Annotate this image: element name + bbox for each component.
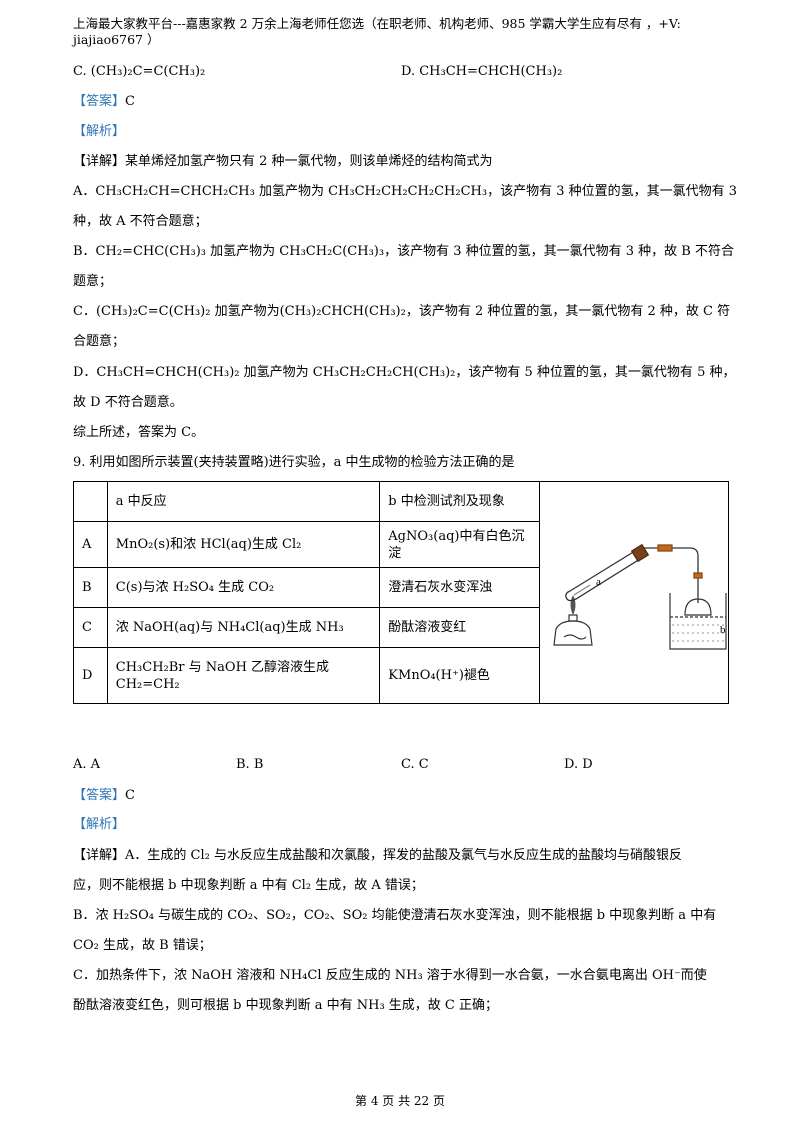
row-label: A xyxy=(73,521,108,568)
answer-value: C xyxy=(125,788,135,803)
q9-answer: 【答案】C xyxy=(73,787,135,805)
detail-tag: 【详解】 xyxy=(73,154,126,169)
q9-detail-b-1: B．浓 H₂SO₄ 与碳生成的 CO₂、SO₂，CO₂、SO₂ 均能使澄清石灰水… xyxy=(73,908,717,923)
row-b-cell: 澄清石灰水变浑浊 xyxy=(379,567,540,608)
row-b-cell: AgNO₃(aq)中有白色沉淀 xyxy=(379,521,540,568)
q9-detail-a-1: 【详解】A．生成的 Cl₂ 与水反应生成盐酸和次氯酸，挥发的盐酸及氯气与水反应生… xyxy=(73,848,682,863)
row-label: D xyxy=(73,647,108,704)
q8-option-c: C. (CH₃)₂C=C(CH₃)₂ xyxy=(73,64,206,79)
apparatus-diagram-cell: a b xyxy=(538,481,730,704)
q9-detail-c-2: 酚酞溶液变红色，则可根据 b 中现象判断 a 中有 NH₃ 生成，故 C 正确； xyxy=(73,998,499,1013)
page-footer: 第 4 页 共 22 页 xyxy=(355,1094,445,1108)
table-corner-cell xyxy=(73,481,108,522)
q8-detail-c-1: C．(CH₃)₂C=C(CH₃)₂ 加氢产物为(CH₃)₂CHCH(CH₃)₂，… xyxy=(73,304,731,319)
header-line-1: 上海最大家教平台---嘉惠家教 2 万余上海老师任您选（在职老师、机构老师、98… xyxy=(73,16,681,31)
row-b-cell: 酚酞溶液变红 xyxy=(379,607,540,648)
beaker-icon xyxy=(669,592,727,650)
q9-option-b: B. B xyxy=(236,757,264,772)
q8-detail-a-2: 种，故 A 不符合题意； xyxy=(73,214,208,229)
row-b-cell: KMnO₄(H⁺)褪色 xyxy=(379,647,540,704)
alcohol-lamp-icon xyxy=(553,594,593,646)
table-header-a: a 中反应 xyxy=(106,481,381,522)
table-row: A MnO₂(s)和浓 HCl(aq)生成 Cl₂ AgNO₃(aq)中有白色沉… xyxy=(73,521,729,568)
q8-detail-c-2: 合题意； xyxy=(73,334,126,349)
q9-analysis-tag: 【解析】 xyxy=(73,817,126,832)
q8-detail-b-1: B．CH₂=CHC(CH₃)₃ 加氢产物为 CH₃CH₂C(CH₃)₃，该产物有… xyxy=(73,244,734,259)
q8-summary: 综上所述，答案为 C。 xyxy=(73,425,205,440)
table-row: C 浓 NaOH(aq)与 NH₄Cl(aq)生成 NH₃ 酚酞溶液变红 xyxy=(73,607,729,648)
inverted-funnel-icon xyxy=(684,597,712,616)
delivery-tube-icon xyxy=(643,543,703,603)
q9-option-a: A. A xyxy=(73,757,101,772)
q9-detail-a-2: 应，则不能根据 b 中现象判断 a 中有 Cl₂ 生成，故 A 错误； xyxy=(73,878,424,893)
q9-table: a 中反应 b 中检测试剂及现象 xyxy=(73,481,730,704)
detail-tag: 【详解】 xyxy=(73,848,126,863)
answer-tag: 【答案】 xyxy=(73,94,126,109)
q8-analysis-tag: 【解析】 xyxy=(73,124,126,139)
q9-stem: 9. 利用如图所示装置(夹持装置略)进行实验，a 中生成物的检验方法正确的是 xyxy=(73,455,515,470)
q8-detail-d-1: D．CH₃CH=CHCH(CH₃)₂ 加氢产物为 CH₃CH₂CH₂CH(CH₃… xyxy=(73,365,736,380)
apparatus-diagram: a b xyxy=(553,543,727,650)
q8-detail-b-2: 题意； xyxy=(73,274,113,289)
q9-detail-c-1: C．加热条件下，浓 NaOH 溶液和 NH₄Cl 反应生成的 NH₃ 溶于水得到… xyxy=(73,968,707,983)
page-header: 上海最大家教平台---嘉惠家教 2 万余上海老师任您选（在职老师、机构老师、98… xyxy=(73,16,733,48)
label-b: b xyxy=(720,624,726,636)
q8-option-d: D. CH₃CH=CHCH(CH₃)₂ xyxy=(401,64,563,79)
q8-detail-a-1: A．CH₃CH₂CH=CHCH₂CH₃ 加氢产物为 CH₃CH₂CH₂CH₂CH… xyxy=(73,184,738,199)
row-a-cell: C(s)与浓 H₂SO₄ 生成 CO₂ xyxy=(106,567,381,608)
q8-detail-d-2: 故 D 不符合题意。 xyxy=(73,395,183,410)
q9-detail-b-2: CO₂ 生成，故 B 错误； xyxy=(73,938,212,953)
label-a: a xyxy=(596,576,601,588)
header-line-2: jiajiao6767 ） xyxy=(73,32,160,47)
test-tube-icon xyxy=(565,543,650,601)
q9-option-d: D. D xyxy=(564,757,593,772)
answer-tag: 【答案】 xyxy=(73,788,126,803)
row-a-cell: MnO₂(s)和浓 HCl(aq)生成 Cl₂ xyxy=(106,521,381,568)
row-label: C xyxy=(73,607,108,648)
row-label: B xyxy=(73,567,108,608)
table-header-b: b 中检测试剂及现象 xyxy=(379,481,540,522)
q8-detail-intro: 【详解】某单烯烃加氢产物只有 2 种一氯代物，则该单烯烃的结构简式为 xyxy=(73,154,493,169)
q9-option-c: C. C xyxy=(401,757,429,772)
q8-answer: 【答案】C xyxy=(73,93,135,111)
answer-value: C xyxy=(125,94,135,109)
row-a-cell: 浓 NaOH(aq)与 NH₄Cl(aq)生成 NH₃ xyxy=(106,607,381,648)
